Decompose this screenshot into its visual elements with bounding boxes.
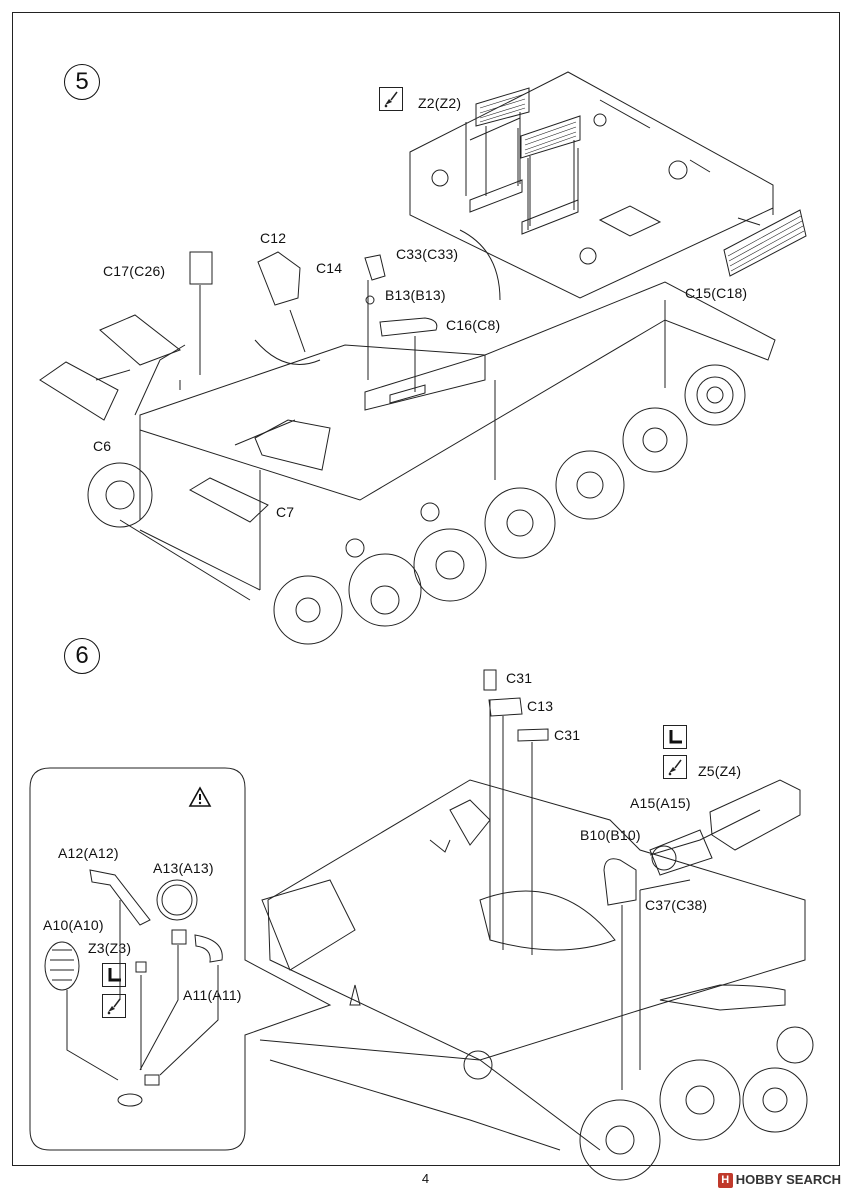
page-border [12,12,840,1166]
watermark-logo: H [717,1173,733,1189]
part-label-a12: A12(A12) [58,845,119,861]
part-label-b13: B13(B13) [385,287,446,303]
grille-z2-left [475,87,530,127]
grille-z2-right [520,115,581,159]
part-c33 [364,254,386,281]
brush-icon [102,994,126,1018]
part-b10 [603,858,637,906]
part-label-c31-top: C31 [506,670,533,686]
fender-c7 [188,477,269,523]
part-label-z5: Z5(Z4) [698,763,742,779]
watermark-text: HOBBY SEARCH [735,1172,841,1187]
part-a11 [194,934,223,963]
part-label-c14: C14 [316,260,343,276]
part-label-c13: C13 [527,698,554,714]
bend-icon [663,725,687,749]
part-label-a15: A15(A15) [630,795,691,811]
part-label-c15: C15(C18) [685,285,748,301]
part-c12 [257,251,301,306]
part-c31-top [483,669,497,691]
part-label-c12: C12 [260,230,287,246]
fender-c6 [39,361,119,421]
road-wheels-step6 [463,1026,814,1181]
part-label-z2: Z2(Z2) [418,95,462,111]
part-label-b10: B10(B10) [580,827,641,843]
warning-icon [188,786,212,808]
part-label-c6: C6 [93,438,112,454]
part-label-a10: A10(A10) [43,917,104,933]
part-z5 [709,779,801,851]
part-label-a11: A11(A11) [183,987,242,1003]
part-c31-second [517,728,549,742]
brush-icon [379,87,403,111]
part-c26 [189,251,213,285]
detail-callout [29,767,332,1151]
part-label-c31-second: C31 [554,727,581,743]
part-label-c17: C17(C26) [103,263,166,279]
part-label-c7: C7 [276,504,295,520]
grille-vent-rear [723,209,807,277]
step-6-number: 6 [64,638,100,674]
page-number: 4 [421,1171,430,1186]
part-label-c16: C16(C8) [446,317,501,333]
part-a12 [89,869,151,926]
part-label-c37: C37(C38) [645,897,708,913]
bend-icon [102,963,126,987]
brush-icon [663,755,687,779]
road-wheels-step5 [87,364,746,645]
part-a13 [156,879,198,921]
fender-c17 [99,314,182,366]
part-label-c33: C33(C33) [396,246,459,262]
part-c16 [379,317,438,337]
part-b13 [365,295,375,305]
part-label-a13: A13(A13) [153,860,214,876]
part-z3 [135,961,147,973]
step-5-number: 5 [64,64,100,100]
part-c13 [488,697,523,717]
part-a15 [649,829,713,876]
part-a10 [44,941,80,991]
